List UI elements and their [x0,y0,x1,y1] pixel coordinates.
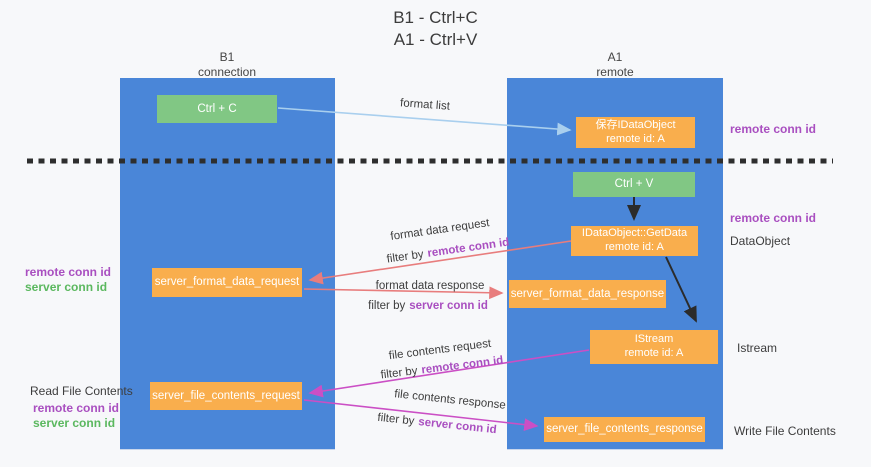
right-column-name: A1 [607,50,623,64]
getdata-line1: IDataObject::GetData [581,227,688,240]
remote-conn-id-text: remote conn id [420,354,505,377]
filter-by-text: filter by [386,248,425,266]
remote-conn-id-annotation-top: remote conn id [730,122,817,136]
server-format-data-response-label: server_format_data_response [510,287,665,300]
server-conn-id-text: server conn id [417,416,498,437]
diagram-title: B1 - Ctrl+C A1 - Ctrl+V [0,7,871,51]
right-column-header: A1 remote [540,50,690,80]
file-contents-response-label: file contents response [393,388,507,412]
server-format-data-request-node: server_format_data_request [152,268,302,297]
saved-dataobject-line2: remote id: A [606,132,665,145]
server-format-data-request-label: server_format_data_request [154,276,300,289]
server-file-contents-response-node: server_file_contents_response [544,417,705,442]
filter-by-text: filter by [379,365,419,382]
format-data-response-label: format data response [375,280,485,292]
ctrl-v-label: Ctrl + V [614,178,654,191]
remote-conn-id-annotation-bottom-left: remote conn id [33,401,120,415]
server-conn-id-annotation-left: server conn id [25,280,108,294]
title-line-2: A1 - Ctrl+V [393,29,478,49]
left-column-role: connection [197,65,257,79]
saved-dataobject-line1: 保存IDataObject [595,118,676,131]
format-list-label: format list [399,97,451,113]
server-format-data-response-node: server_format_data_response [509,280,666,308]
filter-by-text: filter by [368,300,406,312]
istream-node: IStream remote id: A [590,330,718,364]
saved-dataobject-node: 保存IDataObject remote id: A [576,117,695,148]
server-conn-id-text: server conn id [409,300,488,312]
remote-conn-id-annotation-left: remote conn id [25,265,112,279]
server-file-contents-request-label: server_file_contents_request [152,389,300,402]
istream-line2: remote id: A [624,347,684,359]
format-data-request-label: format data request [389,217,491,243]
getdata-node: IDataObject::GetData remote id: A [571,226,698,256]
filter-by-text: filter by [376,411,415,428]
remote-conn-id-text: remote conn id [426,236,510,260]
istream-annotation: Istream [737,341,778,355]
remote-conn-id-annotation-mid: remote conn id [730,211,817,225]
ctrl-v-node: Ctrl + V [573,172,695,197]
write-file-contents-annotation: Write File Contents [734,424,836,438]
left-column-name: B1 [219,50,235,64]
title-line-1: B1 - Ctrl+C [393,8,478,27]
getdata-line2: remote id: A [605,241,664,253]
server-file-contents-request-node: server_file_contents_request [150,382,302,410]
dataobject-annotation: DataObject [730,234,791,248]
right-column-role: remote [596,65,634,79]
ctrl-c-label: Ctrl + C [197,102,237,115]
read-file-contents-annotation: Read File Contents [30,384,133,398]
istream-line1: IStream [634,333,674,346]
server-conn-id-annotation-bottom-left: server conn id [33,416,116,430]
server-file-contents-response-label: server_file_contents_response [546,423,703,436]
ctrl-c-node: Ctrl + C [157,95,277,123]
left-column-header: B1 connection [152,50,302,80]
